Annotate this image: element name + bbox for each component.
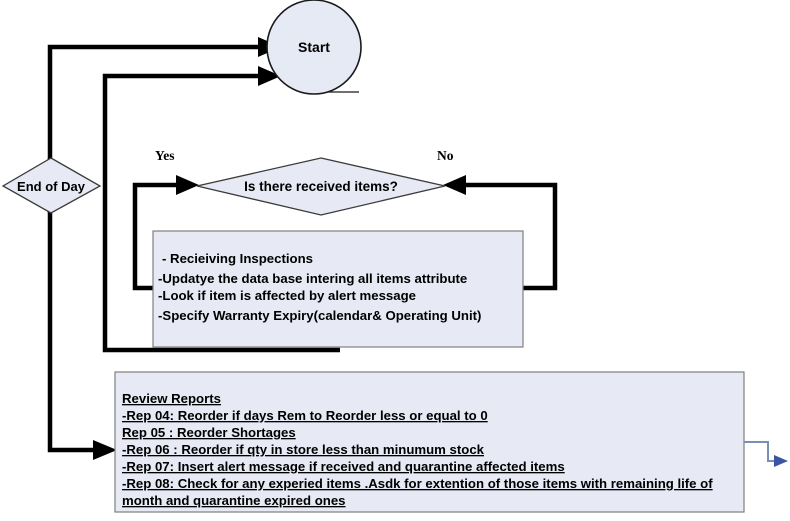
branch-label-no: No (437, 148, 454, 163)
decision-node-label: Is there received items? (244, 179, 398, 194)
branch-label-yes: Yes (155, 148, 175, 163)
connector-no-branch (466, 182, 558, 291)
arrowhead-no-branch (443, 175, 466, 195)
reports-box-line-4: -Rep 06 : Reorder if qty in store less t… (122, 442, 485, 457)
connector-process-to-start (102, 73, 340, 353)
end-of-day-shape (1, 157, 102, 214)
connector-endofday-to-start (47, 44, 258, 213)
reports-box-shape (114, 371, 745, 513)
process-box-shape (152, 230, 524, 348)
reports-box-line-7: month and quarantine expired ones (122, 493, 346, 508)
end-of-day-label: End of Day (17, 179, 86, 194)
arrowhead-yes-branch (176, 175, 199, 195)
arrowhead-into-reports-box (93, 440, 117, 460)
process-box-line-2: -Updatye the data base intering all item… (158, 271, 467, 286)
reports-box-line-5: -Rep 07: Insert alert message if receive… (122, 459, 565, 474)
decision-node-shape (196, 157, 446, 216)
reports-box-line-1: Review Reports (122, 391, 221, 406)
process-box-line-3: -Look if item is affected by alert messa… (158, 288, 416, 303)
start-node-label: Start (298, 39, 330, 55)
reports-box-line-2: -Rep 04: Reorder if days Rem to Reorder … (122, 408, 488, 423)
process-box-line-1: - Recieiving Inspections (162, 251, 313, 266)
connector-left-spine-to-reports (47, 158, 93, 453)
reports-box-line-6: -Rep 08: Check for any experied items .A… (122, 476, 713, 491)
arrowhead-reports-exit (774, 455, 788, 467)
reports-box-line-3: Rep 05 : Reorder Shortages (122, 425, 296, 440)
start-node-shape (266, 0, 362, 95)
connector-reports-exit (744, 441, 775, 462)
process-box-line-4: -Specify Warranty Expiry(calendar& Opera… (158, 308, 481, 323)
connector-yes-branch (132, 182, 176, 291)
arrowhead-process-to-start (258, 66, 281, 86)
